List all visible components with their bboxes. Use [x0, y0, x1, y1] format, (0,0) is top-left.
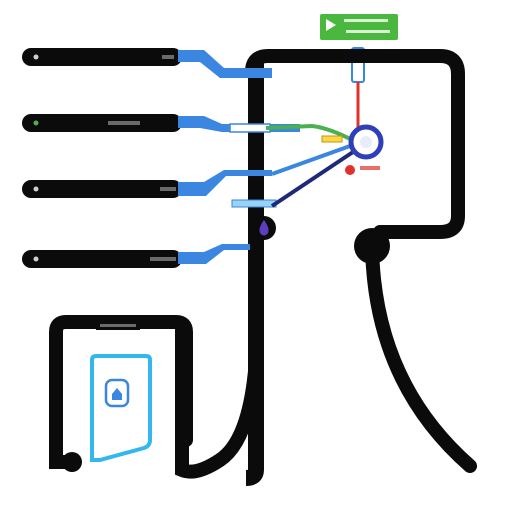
row-1[interactable] [22, 48, 272, 78]
small-dot-icon [33, 54, 39, 60]
left-trunk [245, 60, 264, 486]
row-3[interactable] [22, 170, 277, 208]
play-triangle-icon [326, 19, 336, 31]
link-lines [265, 123, 358, 208]
drop-marker[interactable] [252, 216, 276, 240]
device-tablet[interactable] [62, 354, 152, 472]
row-2[interactable] [22, 114, 300, 133]
home-shield-icon [104, 378, 130, 408]
right-sweep [365, 233, 477, 473]
junction-node [354, 228, 390, 264]
main-frame [245, 49, 465, 239]
small-dot-icon [33, 186, 39, 192]
top-badge[interactable] [320, 14, 398, 40]
droplet-icon [259, 220, 269, 236]
device-bracket [49, 315, 193, 469]
lower-hook [175, 323, 263, 479]
small-dot-icon [33, 256, 39, 262]
row-4[interactable] [22, 244, 250, 268]
central-node[interactable] [345, 124, 384, 175]
small-dot-icon [33, 120, 39, 126]
